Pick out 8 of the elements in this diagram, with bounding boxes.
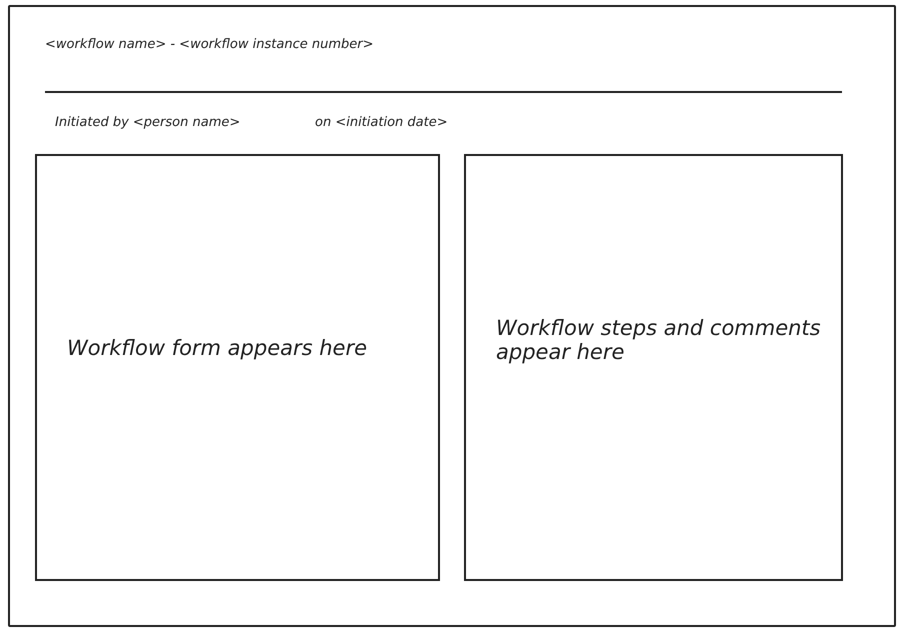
placeholder-text: Workflow steps and comments appear here bbox=[496, 316, 822, 364]
content-panel bbox=[464, 154, 843, 581]
heading-text: <workflow name> - <workflow instance number> bbox=[45, 37, 374, 52]
content-panel bbox=[35, 154, 440, 581]
date-text: on <initiation date> bbox=[315, 115, 448, 130]
page-frame bbox=[8, 5, 896, 627]
initiator-text: Initiated by <person name> bbox=[55, 115, 240, 130]
placeholder-text: Workflow form appears here bbox=[67, 336, 368, 360]
